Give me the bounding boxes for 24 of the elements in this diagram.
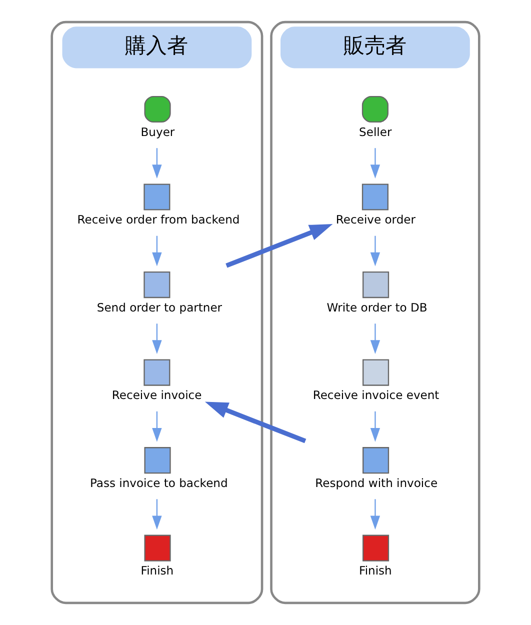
- arrow: [204, 402, 306, 444]
- node-label: Receive invoice: [112, 388, 202, 402]
- arrow: [226, 224, 333, 268]
- node-label: Buyer: [140, 124, 175, 139]
- arrow: [370, 236, 380, 266]
- arrow: [370, 324, 380, 354]
- arrow: [152, 411, 162, 442]
- arrow: [152, 499, 162, 530]
- arrow: [370, 499, 380, 530]
- arrow: [370, 148, 380, 179]
- node-label: Receive order from backend: [77, 212, 240, 227]
- node-label: Receive order: [336, 212, 416, 227]
- node-label: Pass invoice to backend: [90, 476, 228, 490]
- node-label: Write order to DB: [326, 300, 428, 314]
- node-label: Send order to partner: [96, 300, 222, 314]
- node-label: Seller: [359, 124, 392, 139]
- node-label: Finish: [359, 564, 392, 578]
- arrow: [152, 148, 162, 179]
- node-label: Finish: [140, 564, 174, 578]
- arrow: [370, 411, 380, 442]
- node-label: Receive invoice event: [312, 388, 440, 402]
- node-label: Respond with invoice: [315, 476, 438, 490]
- arrow: [152, 324, 162, 354]
- arrow: [152, 236, 162, 266]
